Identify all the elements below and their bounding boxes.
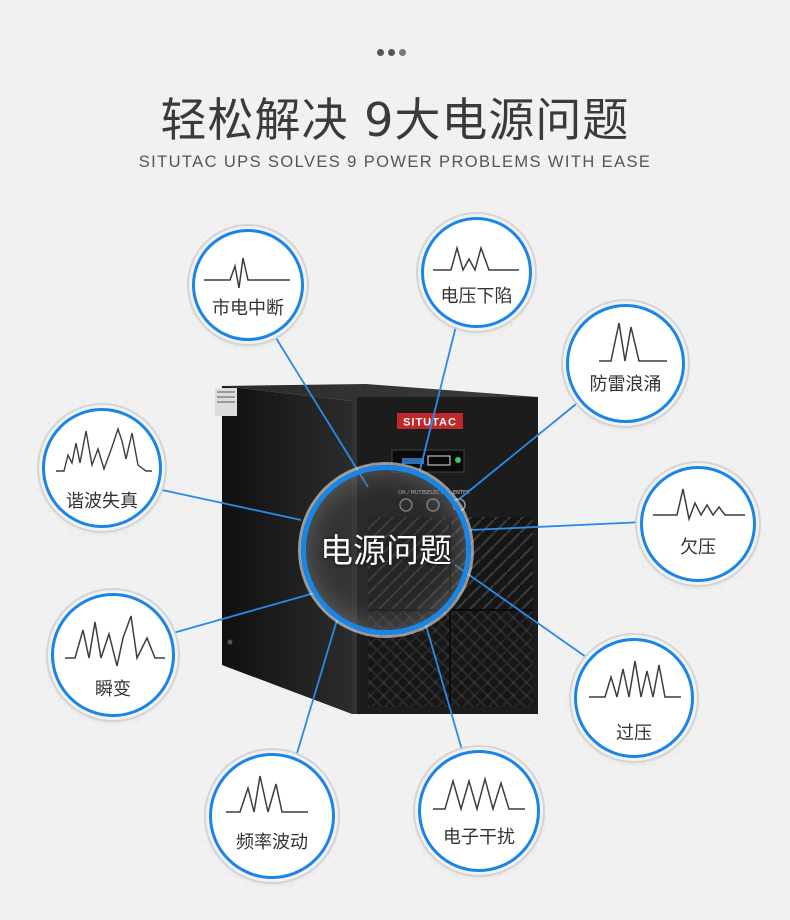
problem-harmonic-distortion: 谐波失真 [42, 408, 162, 528]
interference-wave-icon [433, 776, 525, 812]
undervoltage-wave-icon [653, 488, 745, 522]
button-label-enter: ENTER [453, 490, 470, 496]
problem-label: 欠压 [680, 537, 716, 558]
page-title: 轻松解决 9大电源问题 [160, 93, 630, 147]
dot [399, 49, 406, 56]
problem-label: 电压下陷 [440, 286, 513, 307]
overvoltage-wave-icon [589, 660, 681, 698]
harmonic-wave-icon [56, 426, 152, 472]
surge-wave-icon [599, 322, 667, 362]
section-dots [377, 49, 406, 56]
problem-electronic-interference: 电子干扰 [418, 750, 540, 872]
voltage-sag-wave-icon [433, 245, 519, 272]
outage-wave-icon [204, 257, 290, 288]
center-power-issue-badge: 电源问题 [301, 465, 471, 635]
problem-transient: 瞬变 [51, 593, 175, 717]
problem-undervoltage: 欠压 [640, 466, 756, 582]
center-label: 电源问题 [320, 531, 452, 570]
problem-label: 谐波失真 [66, 491, 138, 512]
problem-label: 瞬变 [95, 679, 131, 700]
problem-label: 防雷浪涌 [589, 374, 662, 395]
device-side [222, 386, 352, 714]
problem-label: 电子干扰 [443, 827, 515, 848]
problem-label: 过压 [616, 723, 652, 744]
problem-voltage-sag: 电压下陷 [421, 217, 532, 328]
problem-outage: 市电中断 [192, 229, 304, 341]
problem-label: 频率波动 [236, 832, 308, 853]
brand-plate [397, 413, 463, 429]
problem-overvoltage: 过压 [574, 638, 694, 758]
frequency-wave-icon [226, 775, 308, 813]
transient-wave-icon [65, 615, 165, 667]
problem-label: 市电中断 [212, 298, 284, 319]
page-subtitle: SITUTAC UPS SOLVES 9 POWER PROBLEMS WITH… [138, 153, 652, 171]
problem-frequency-fluctuation: 频率波动 [209, 753, 335, 879]
problem-surge: 防雷浪涌 [566, 304, 685, 423]
device-top [222, 384, 538, 401]
dot [377, 49, 384, 56]
dot [388, 49, 395, 56]
connector-lines [161, 325, 645, 761]
brand-name: SITUTAC [403, 417, 457, 429]
